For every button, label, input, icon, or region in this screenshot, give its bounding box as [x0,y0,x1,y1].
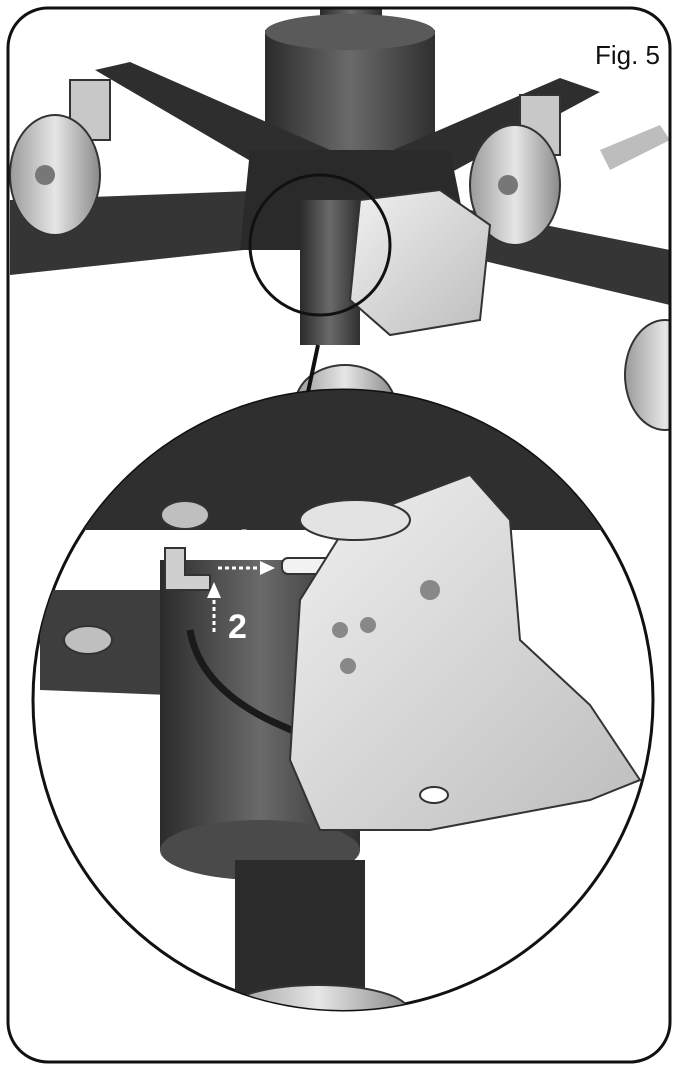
lower-column [300,200,360,345]
bracket-boss [299,499,411,541]
detail-marker-circle [248,173,392,317]
caster-left [9,79,111,236]
elbow-fitting [164,547,211,591]
overview-scene [9,8,670,446]
figure-label: Fig. 5 [594,40,660,70]
detail-zoom: 1 2 [31,388,655,1012]
callout-1: 1 [234,523,253,561]
handle-bar [600,125,670,170]
figure-frame [6,6,672,1064]
zoom-ring [227,984,409,1010]
bolt-1 [160,500,210,530]
screw-1 [332,622,348,638]
hub-top [265,14,435,50]
caster-right [469,94,561,246]
screw-2 [360,617,376,633]
bracket-hole [419,786,449,804]
screw-4 [420,580,440,600]
arrow-2-head [207,582,221,598]
arrow-1-head [260,561,275,575]
screw-3 [340,658,356,674]
mount-bracket [348,188,492,337]
caster-far-right [624,319,670,431]
zoom-mount-bracket [288,473,642,831]
bolt-2 [63,625,113,655]
callout-2: 2 [228,608,247,646]
